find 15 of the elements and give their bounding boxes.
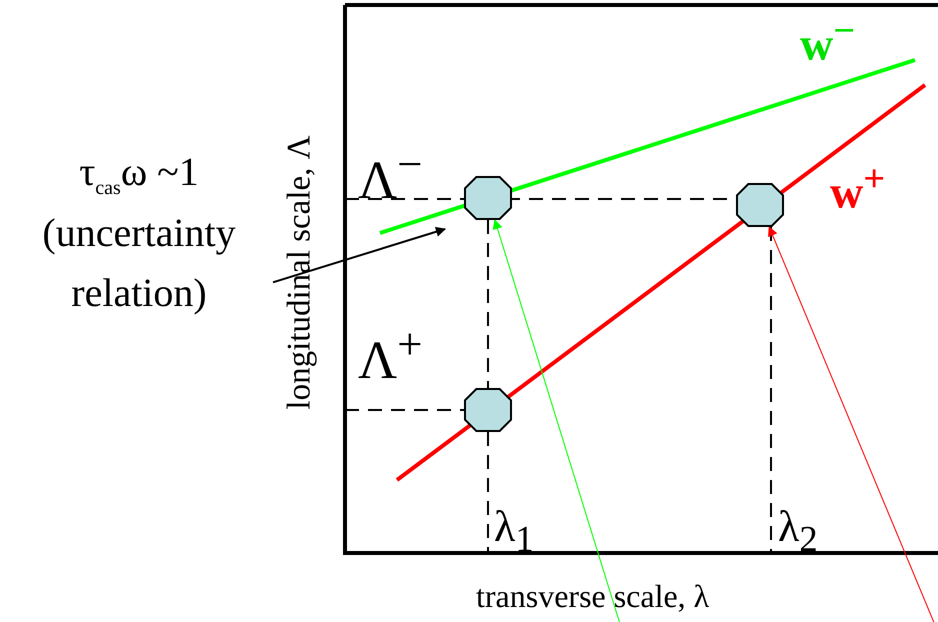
axis-title: transverse scale, λ bbox=[476, 580, 710, 612]
axis-level-label: λ$_{1}$ bbox=[494, 505, 534, 558]
annotation-text: (uncertainty relation) bbox=[41, 209, 237, 317]
curve-label: w$^{−}$ bbox=[800, 12, 856, 68]
marker-point bbox=[464, 388, 512, 432]
marker-point bbox=[464, 176, 512, 220]
axis-level-label: Λ$^{+}$ bbox=[358, 322, 423, 387]
leader-arrow bbox=[768, 226, 936, 622]
axis-level-label: Λ$^{−}$ bbox=[358, 142, 423, 207]
leader-arrow bbox=[272, 226, 446, 284]
axis-title: longitudinal scale, Λ bbox=[284, 134, 317, 410]
annotation-text: τ$_{cas}$ω ~1 bbox=[78, 148, 200, 201]
curve-label: w$^{+}$ bbox=[830, 160, 886, 216]
marker-point bbox=[736, 183, 784, 227]
axis-level-label: λ$_{2}$ bbox=[778, 505, 818, 558]
